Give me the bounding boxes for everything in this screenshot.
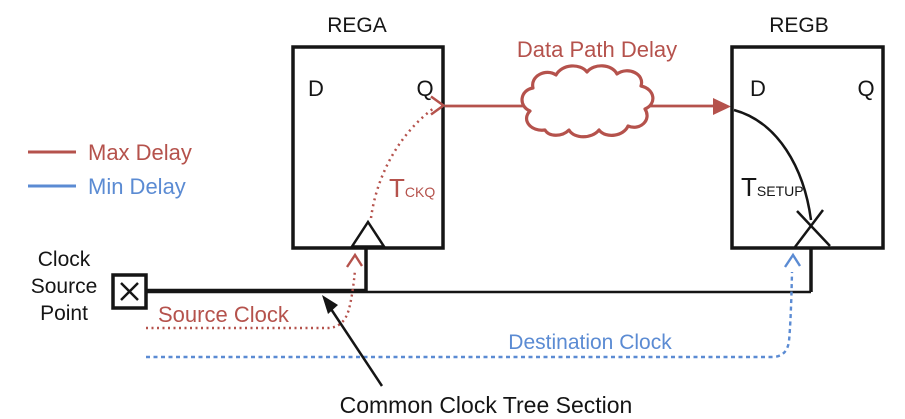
legend: Max Delay Min Delay	[28, 140, 192, 199]
data-path-delay-label: Data Path Delay	[517, 37, 677, 62]
clock-source-label-line1: Clock	[38, 248, 91, 271]
regb-clock-capture-icon	[794, 209, 831, 248]
tsetup-arc	[733, 108, 813, 221]
source-clock-arrowhead-icon	[346, 252, 364, 268]
clock-source-label-line3: Point	[40, 302, 88, 325]
destination-clock-arrowhead-icon	[784, 252, 802, 268]
rega-register: REGA D Q TCKQ	[291, 14, 446, 250]
rega-box	[291, 45, 445, 250]
source-clock-path: Source Clock	[146, 252, 364, 330]
rega-q-pin-label: Q	[416, 76, 433, 101]
legend-min-delay-label: Min Delay	[88, 174, 186, 199]
annotation-arrowhead-icon	[322, 295, 338, 314]
regb-register: REGB D Q TSETUP	[730, 14, 885, 250]
destination-clock-label: Destination Clock	[508, 331, 672, 354]
tckq-label: TCKQ	[389, 173, 435, 203]
source-clock-label: Source Clock	[158, 302, 290, 327]
tckq-delay-arc	[369, 106, 435, 219]
common-clock-tree-annotation: Common Clock Tree Section	[322, 295, 632, 418]
regb-box	[730, 45, 885, 250]
tsetup-label: TSETUP	[741, 172, 804, 202]
tckq-label-sub: CKQ	[405, 184, 435, 200]
tsetup-label-base: T	[741, 172, 757, 202]
clock-source-label-line2: Source	[31, 275, 98, 298]
tckq-label-base: T	[389, 173, 405, 203]
regb-d-pin-label: D	[750, 76, 766, 101]
data-path: Data Path Delay	[445, 37, 731, 139]
clock-source-icon	[111, 273, 148, 310]
regb-title: REGB	[769, 14, 829, 37]
annotation-arrow-line	[329, 308, 384, 387]
regb-q-pin-label: Q	[857, 76, 874, 101]
legend-max-delay-label: Max Delay	[88, 140, 192, 165]
tsetup-label-sub: SETUP	[757, 183, 804, 199]
destination-clock-dashed-line	[146, 271, 794, 359]
delay-cloud-icon	[520, 64, 655, 139]
rega-title: REGA	[327, 14, 387, 37]
data-path-arrowhead-icon	[713, 98, 731, 115]
tckq-arrowhead-icon	[430, 95, 446, 116]
clock-tree	[146, 248, 813, 294]
rega-clock-triangle-icon	[349, 219, 387, 248]
destination-clock-path: Destination Clock	[146, 252, 802, 359]
rega-d-pin-label: D	[308, 76, 324, 101]
clock-source-point: Clock Source Point	[31, 248, 148, 325]
common-clock-tree-label: Common Clock Tree Section	[340, 392, 633, 418]
